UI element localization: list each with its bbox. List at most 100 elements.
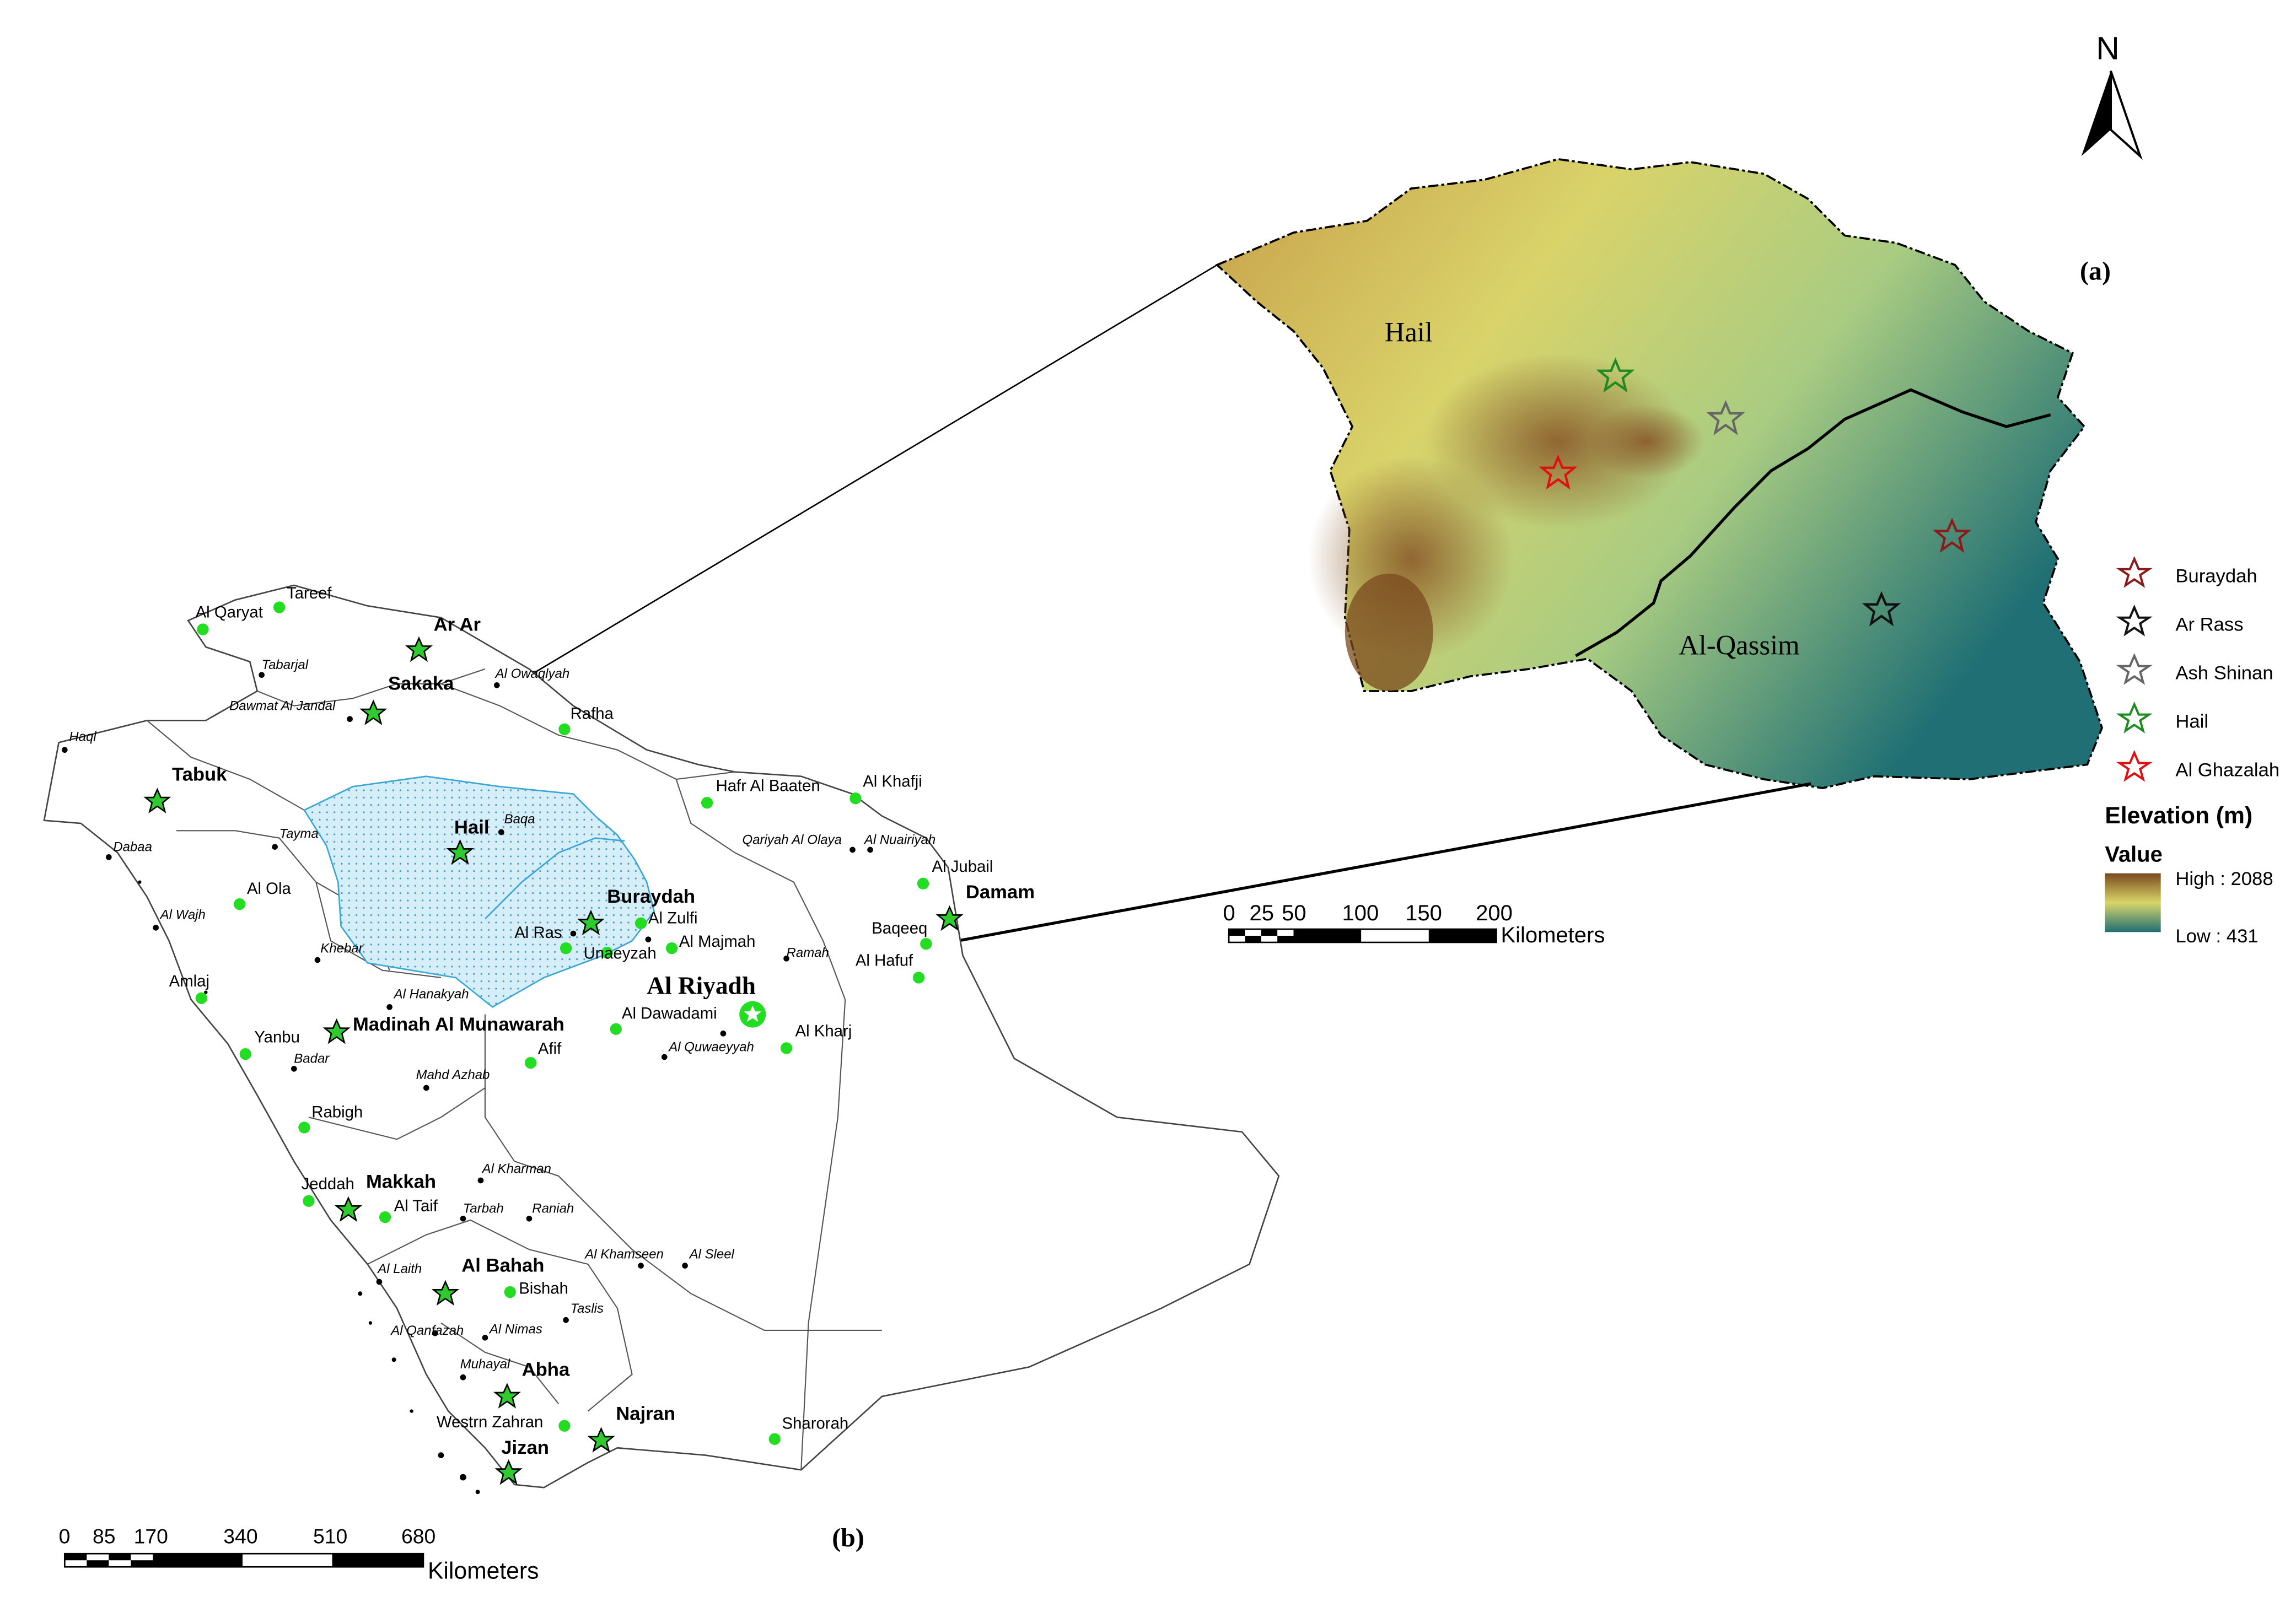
national-capital: Al Riyadh <box>647 972 766 1028</box>
town-dot-dabaa <box>105 854 112 860</box>
capital-star-najran <box>587 1427 615 1453</box>
scale-b-tick-0: 0 <box>59 1525 71 1548</box>
coast-islands <box>138 880 480 1495</box>
legend-label-al-ghazalah: Al Ghazalah <box>2175 760 2279 781</box>
town-label-muhayal: Muhayal <box>460 1357 510 1372</box>
legend-star-ash-shinan <box>2116 652 2153 685</box>
scale-a-seg-5 <box>1293 929 1362 942</box>
town-label-al-quwaeyyah: Al Quwaeyyah <box>668 1039 754 1054</box>
town-dot-taslis <box>563 1317 569 1323</box>
scale-a-seg-6 <box>1428 929 1497 942</box>
scale-a-tick-200: 200 <box>1476 901 1513 925</box>
station-dot-sharorah <box>768 1433 781 1445</box>
scale-a-seg-3 <box>1261 929 1278 936</box>
town-dot-ramah <box>783 955 789 962</box>
legend-label-ash-shinan: Ash Shinan <box>2175 663 2273 684</box>
town-dot-tarbah <box>460 1215 466 1222</box>
town-label-tarbah: Tarbah <box>463 1201 504 1216</box>
capital-star-makkah <box>334 1196 363 1222</box>
capital-star-ar-ar <box>405 636 433 662</box>
town-label-ramah: Ramah <box>787 946 829 961</box>
town-label-dabaa: Dabaa <box>113 840 152 855</box>
town-dot-tabarjal <box>259 672 265 678</box>
town-label-dawmat-al-jandal: Dawmat Al Jandal <box>229 699 336 714</box>
scale-a-tick-100: 100 <box>1342 901 1379 925</box>
town-dot-al-sleel <box>682 1263 688 1269</box>
study-area-internal-boundary <box>484 837 625 920</box>
station-dot-al-qaryat <box>197 623 209 635</box>
station-label-al-khafji: Al Khafji <box>863 772 922 790</box>
station-label-bishah: Bishah <box>519 1279 568 1297</box>
town-dot-dawmat-al-jandal <box>347 716 353 722</box>
station-label-baqeeq: Baqeeq <box>872 919 927 937</box>
station-points: Tareef Al Qaryat Rafha Hafr Al Baaten Al… <box>169 584 993 1445</box>
station-label-sharorah: Sharorah <box>782 1415 849 1433</box>
station-label-al-majmah: Al Majmah <box>679 932 756 951</box>
station-dot-hafr-al-baaten <box>701 797 713 809</box>
town-dot-hail-near <box>570 930 577 937</box>
scale-a-seg-2 <box>1245 935 1261 942</box>
town-dot-al-nimas <box>482 1334 488 1341</box>
capital-star-tabuk <box>143 788 171 813</box>
scale-b-seg-4 <box>131 1560 153 1567</box>
capital-label-buraydah: Buraydah <box>607 886 695 907</box>
town-label-baqa: Baqa <box>504 812 535 827</box>
town-dot-al-kharman <box>477 1177 484 1184</box>
town-dot-haql <box>61 747 68 753</box>
scale-a-tick-0: 0 <box>1223 901 1235 925</box>
town-label-al-nuairiyah: Al Nuairiyah <box>863 832 935 847</box>
scale-b-unit: Kilometers <box>428 1558 539 1584</box>
town-label-al-hanakyah: Al Hanakyah <box>393 986 469 1001</box>
station-dot-bishah <box>504 1286 516 1298</box>
elevation-high-label: High : 2088 <box>2175 869 2273 889</box>
capital-points: Ar Ar Sakaka Tabuk Hail Buraydah Damam M… <box>143 614 1035 1485</box>
scale-b-seg-5 <box>153 1554 243 1567</box>
town-label-tayma: Tayma <box>279 827 319 842</box>
town-dot-tayma <box>272 844 278 850</box>
scale-a-seg-1 <box>1229 929 1245 936</box>
capital-riyadh-star <box>744 1005 762 1022</box>
scale-b-tick-170: 170 <box>134 1525 168 1548</box>
town-dot-badar <box>291 1065 297 1072</box>
station-dot-afif <box>524 1056 537 1069</box>
scale-a-tick-150: 150 <box>1405 901 1442 925</box>
station-markers-a <box>1539 357 1972 627</box>
town-dot-muhayal <box>460 1374 466 1380</box>
region-label-hail: Hail <box>1385 316 1433 347</box>
star-al-ghazalah-station <box>1539 454 1578 490</box>
station-label-al-kharj: Al Kharj <box>795 1022 852 1040</box>
town-dot-raniah <box>526 1215 533 1222</box>
capital-label-makkah: Makkah <box>366 1171 436 1192</box>
scale-b-tick-340: 340 <box>223 1525 257 1548</box>
station-dot-al-hafuf <box>912 972 925 984</box>
elevation-legend-title: Elevation (m) <box>2105 802 2252 829</box>
scale-b-tick-510: 510 <box>313 1525 347 1548</box>
capital-label-jizan: Jizan <box>501 1437 549 1458</box>
capital-label-najran: Najran <box>616 1404 675 1425</box>
capital-label-hail: Hail <box>454 817 490 838</box>
region-label-al-qassim: Al-Qassim <box>1679 629 1800 660</box>
province-borders <box>146 668 882 1470</box>
north-arrow-left <box>2081 71 2111 157</box>
town-dot-al-nuairiyah <box>867 846 873 853</box>
capital-star-buraydah <box>577 909 605 936</box>
town-dot-riyadh-near <box>720 1030 727 1037</box>
station-label-al-ras: Al Ras <box>514 924 562 942</box>
town-dot-qariyah-al-olaya <box>849 846 856 853</box>
station-dot-al-dawadami <box>610 1023 622 1035</box>
station-dot-yanbu <box>239 1048 251 1060</box>
station-dot-al-ras <box>560 942 572 955</box>
station-label-amlaj: Amlaj <box>169 972 209 990</box>
station-label-hafr-al-baaten: Hafr Al Baaten <box>716 776 820 795</box>
station-label-al-taif: Al Taif <box>394 1197 438 1215</box>
station-label-al-jubail: Al Jubail <box>932 858 993 876</box>
scale-a-unit: Kilometers <box>1501 923 1605 947</box>
town-label-al-khamseen: Al Khamseen <box>584 1247 664 1261</box>
saudi-outline <box>43 584 1280 1489</box>
town-dot-khebar <box>314 957 321 963</box>
town-dot-al-wajh <box>153 924 159 931</box>
capital-star-abha <box>493 1383 521 1409</box>
star-buraydah-station <box>1932 517 1972 553</box>
mountain-ridge-1 <box>1426 353 1691 530</box>
